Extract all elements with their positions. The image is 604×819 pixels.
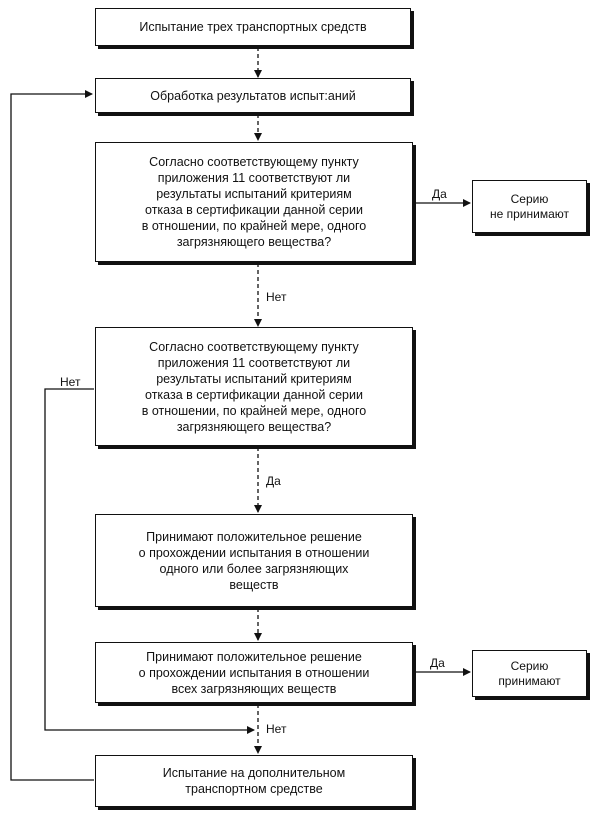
label-yes-q2: Да	[266, 474, 281, 488]
box-question1-text: Согласно соответствующему пункту приложе…	[141, 155, 367, 249]
box-decision-all-text: Принимают положительное решение о прохож…	[138, 649, 370, 696]
box-processing: Обработка результатов испыт:аний	[95, 78, 411, 113]
box-accept-text: Серию принимают	[498, 658, 561, 688]
box-decision-some: Принимают положительное решение о прохож…	[95, 514, 413, 607]
box-processing-text: Обработка результатов испыт:аний	[150, 88, 356, 103]
box-start: Испытание трех транспортных средств	[95, 8, 411, 46]
box-start-text: Испытание трех транспортных средств	[139, 20, 367, 34]
box-question2: Согласно соответствующему пункту приложе…	[95, 327, 413, 446]
box-decision-all: Принимают положительное решение о прохож…	[95, 642, 413, 703]
label-no-q2: Нет	[60, 375, 81, 389]
label-yes-accept: Да	[430, 656, 445, 670]
box-accept: Серию принимают	[472, 650, 587, 697]
box-additional-text: Испытание на дополнительном транспортном…	[162, 766, 346, 796]
box-decision-some-text: Принимают положительное решение о прохож…	[138, 529, 370, 592]
label-no-all: Нет	[266, 722, 287, 736]
arrow-loop-back-to-processing	[10, 90, 94, 781]
label-no-q1: Нет	[266, 290, 287, 304]
arrow-question2-no-path	[44, 388, 255, 734]
label-yes-reject: Да	[432, 187, 447, 201]
box-reject-text: Серию не принимают	[490, 191, 569, 221]
box-reject: Серию не принимают	[472, 180, 587, 233]
box-question2-text: Согласно соответствующему пункту приложе…	[141, 339, 367, 434]
box-question1: Согласно соответствующему пункту приложе…	[95, 142, 413, 262]
box-additional: Испытание на дополнительном транспортном…	[95, 755, 413, 807]
